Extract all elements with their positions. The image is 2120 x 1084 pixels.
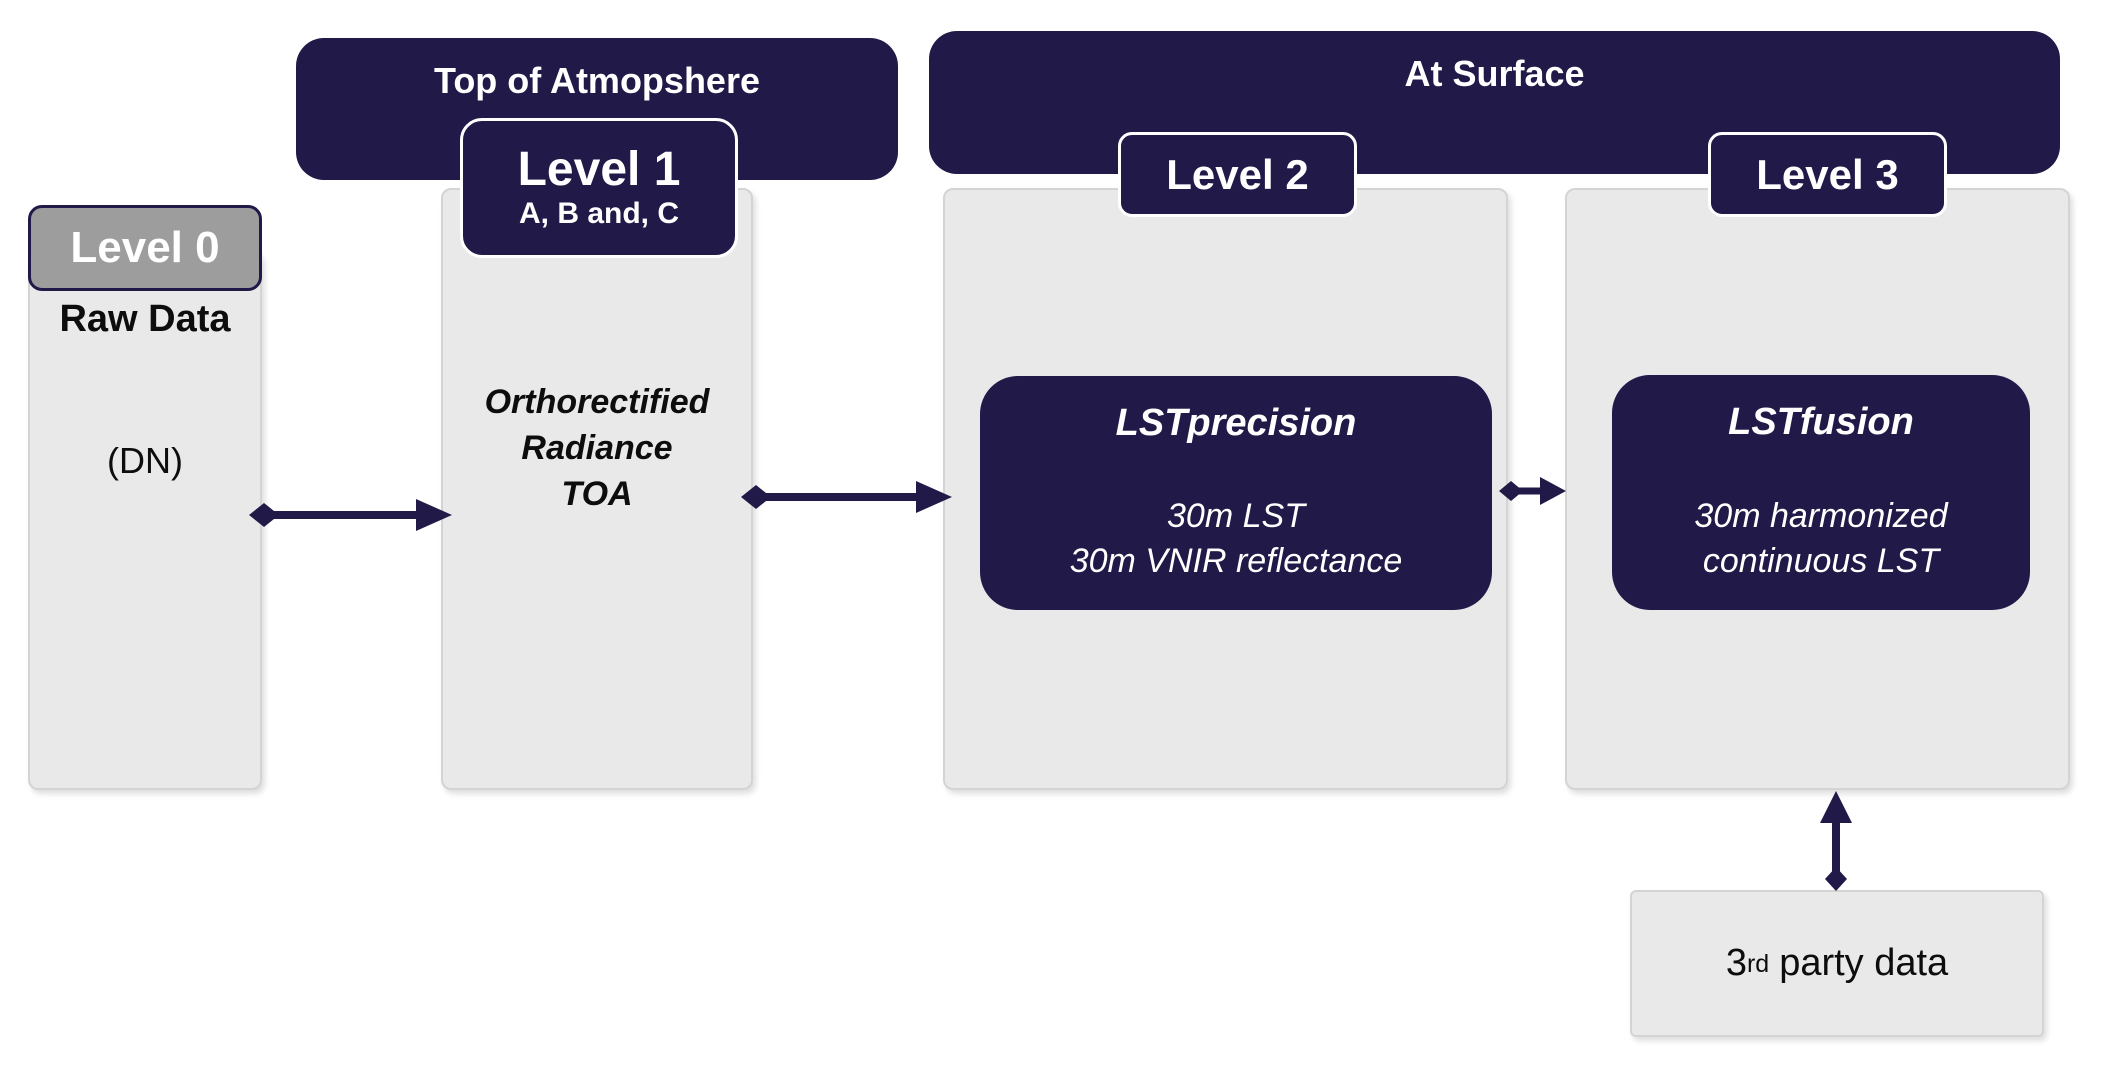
level1-content: Orthorectified Radiance TOA [441,380,753,518]
level2-badge: Level 2 [1118,132,1357,217]
lstfusion-output-line: 30m harmonized [1694,497,1948,536]
level1-content-line: TOA [561,474,633,513]
level1-panel [441,188,753,790]
arrow-level2-to-level3-icon [1498,474,1568,508]
level1-badge-label: Level 1 [517,142,681,196]
third-party-number: 3 [1725,942,1747,984]
at-surface-label: At Surface [1404,53,1585,94]
level0-badge: Level 0 [28,205,262,291]
level1-badge-sublabel: A, B and, C [518,197,679,231]
lstfusion-outputs: 30m harmonized continuous LST [1612,494,2030,584]
top-of-atmosphere-label: Top of Atmopshere [434,60,760,101]
lstprecision-output-line: 30m VNIR reflectance [1069,542,1403,581]
lstfusion-output-line: continuous LST [1702,542,1940,581]
level1-content-line: Radiance [521,428,673,467]
lstfusion-box: LSTfusion 30m harmonized continuous LST [1612,375,2030,610]
level0-dn-label: (DN) [107,440,183,481]
arrow-level1-to-level2-icon [740,478,954,516]
arrow-level0-to-level1-icon [248,496,454,534]
lstprecision-title: LSTprecision [1115,402,1357,444]
lstfusion-title: LSTfusion [1728,401,1914,443]
level1-content-line: Orthorectified [484,383,710,421]
level3-badge: Level 3 [1708,132,1947,217]
lstprecision-outputs: 30m LST 30m VNIR reflectance [980,494,1492,584]
level0-panel [28,250,262,790]
level0-raw-data-label: Raw Data [59,298,231,340]
level1-badge: Level 1 A, B and, C [460,118,738,258]
lstprecision-output-line: 30m LST [1167,497,1305,536]
arrow-thirdparty-to-level3-icon [1817,789,1855,893]
lstprecision-box: LSTprecision 30m LST 30m VNIR reflectanc… [980,376,1492,610]
third-party-label: party data [1779,942,1949,984]
